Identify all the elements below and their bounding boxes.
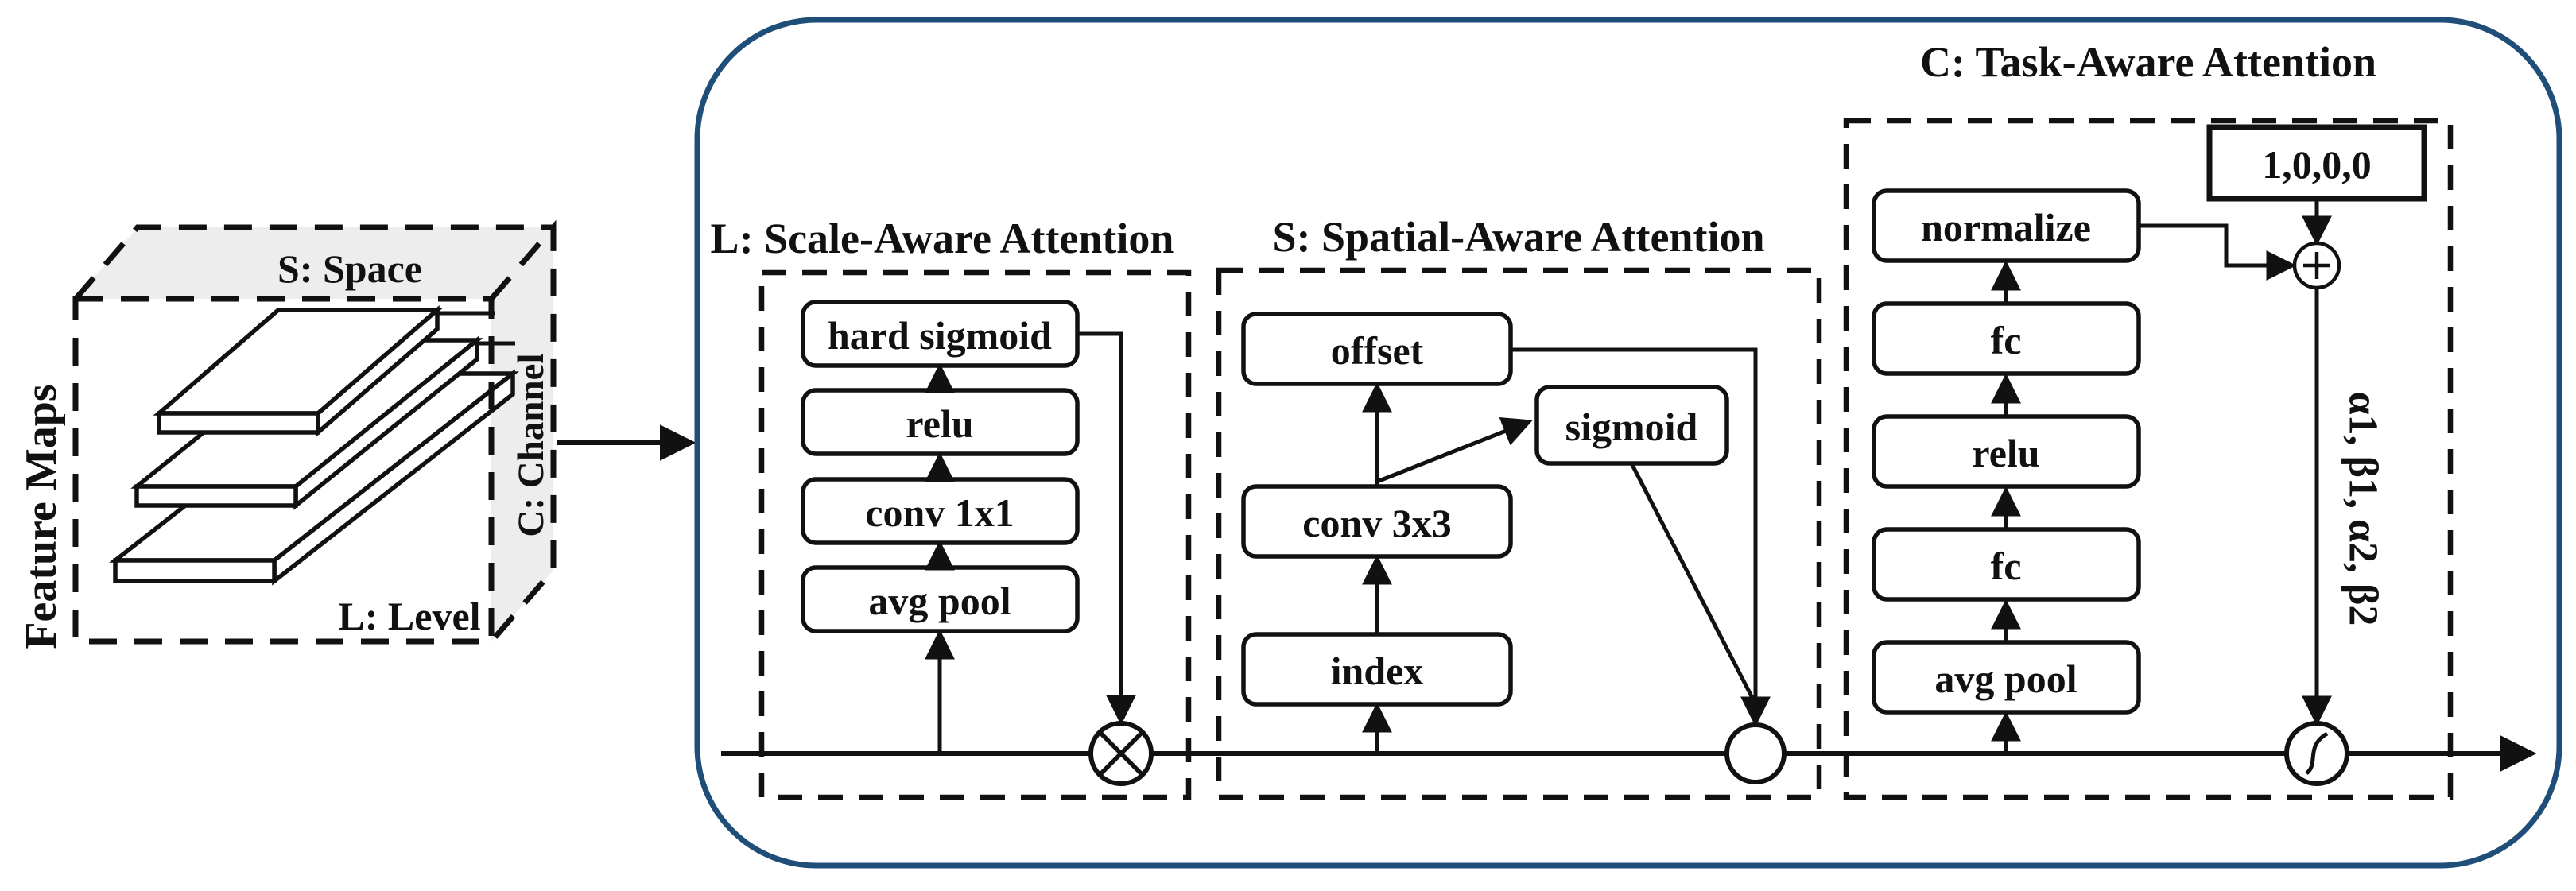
- task-params-label: α1, β1, α2, β2: [2341, 392, 2386, 626]
- slab-front-face: [134, 484, 298, 508]
- init-vector-box: [2206, 124, 2427, 202]
- task-fc2-label: fc: [1991, 318, 2022, 362]
- channel-label: C: Channel: [510, 353, 552, 537]
- scale-output-path: [1077, 331, 1136, 726]
- cube-front-outline: [72, 296, 495, 645]
- task-relu-label: relu: [1972, 431, 2039, 475]
- task-attention-title: C: Task-Aware Attention: [1920, 38, 2376, 86]
- spatial-attention-dashed-box: [1216, 267, 1822, 800]
- task-avg-pool-label: avg pool: [1934, 657, 2077, 701]
- task-aware-attention-section: C: Task-Aware Attention avg pool fc relu…: [1843, 38, 2454, 800]
- space-label: S: Space: [277, 246, 422, 291]
- spatial-conv3x3-label: conv 3x3: [1302, 501, 1452, 545]
- spatial-sigmoid-label: sigmoid: [1565, 405, 1698, 449]
- cube-top-face: [76, 227, 553, 299]
- scale-avg-pool-label: avg pool: [868, 579, 1011, 623]
- offset-output-path: [1511, 347, 1771, 727]
- cube-back-outline: [73, 219, 557, 644]
- conv-to-sigmoid-arrow: [1376, 416, 1533, 484]
- scale-attention-dashed-box: [758, 269, 1192, 800]
- multiply-operator-icon: [1088, 721, 1154, 786]
- task-fc1-label: fc: [1991, 544, 2022, 588]
- spatial-combine-operator-icon: [1724, 722, 1787, 784]
- feature-maps-cube: Feature Maps S: Space C: Channel L: Leve…: [17, 219, 557, 649]
- slab-front-face: [157, 411, 320, 435]
- scale-aware-attention-section: L: Scale-Aware Attention avg pool conv 1…: [711, 215, 1192, 800]
- spatial-index-label: index: [1331, 649, 1424, 693]
- spatial-aware-attention-section: S: Spatial-Aware Attention index conv 3x…: [1216, 213, 1822, 800]
- scale-hard-sigmoid-label: hard sigmoid: [828, 313, 1052, 358]
- scale-conv1x1-label: conv 1x1: [865, 490, 1014, 535]
- feature-maps-label: Feature Maps: [17, 384, 66, 649]
- slab-front-face: [113, 558, 277, 583]
- task-activation-operator-icon: [2284, 721, 2349, 786]
- init-vector-label: 1,0,0,0: [2262, 142, 2372, 187]
- level-label: L: Level: [338, 594, 480, 638]
- spatial-offset-label: offset: [1331, 328, 1424, 373]
- task-attention-dashed-box: [1843, 118, 2454, 800]
- cube-right-face: [491, 227, 553, 641]
- scale-attention-title: L: Scale-Aware Attention: [711, 215, 1174, 262]
- add-operator-icon: [2292, 241, 2341, 290]
- feature-map-slab-top: [153, 304, 495, 438]
- spatial-attention-title: S: Spatial-Aware Attention: [1273, 213, 1765, 261]
- task-normalize-label: normalize: [1921, 205, 2091, 250]
- sigmoid-output-line: [1629, 462, 1755, 699]
- normalize-output-path: [2139, 223, 2297, 281]
- scale-relu-label: relu: [906, 401, 973, 446]
